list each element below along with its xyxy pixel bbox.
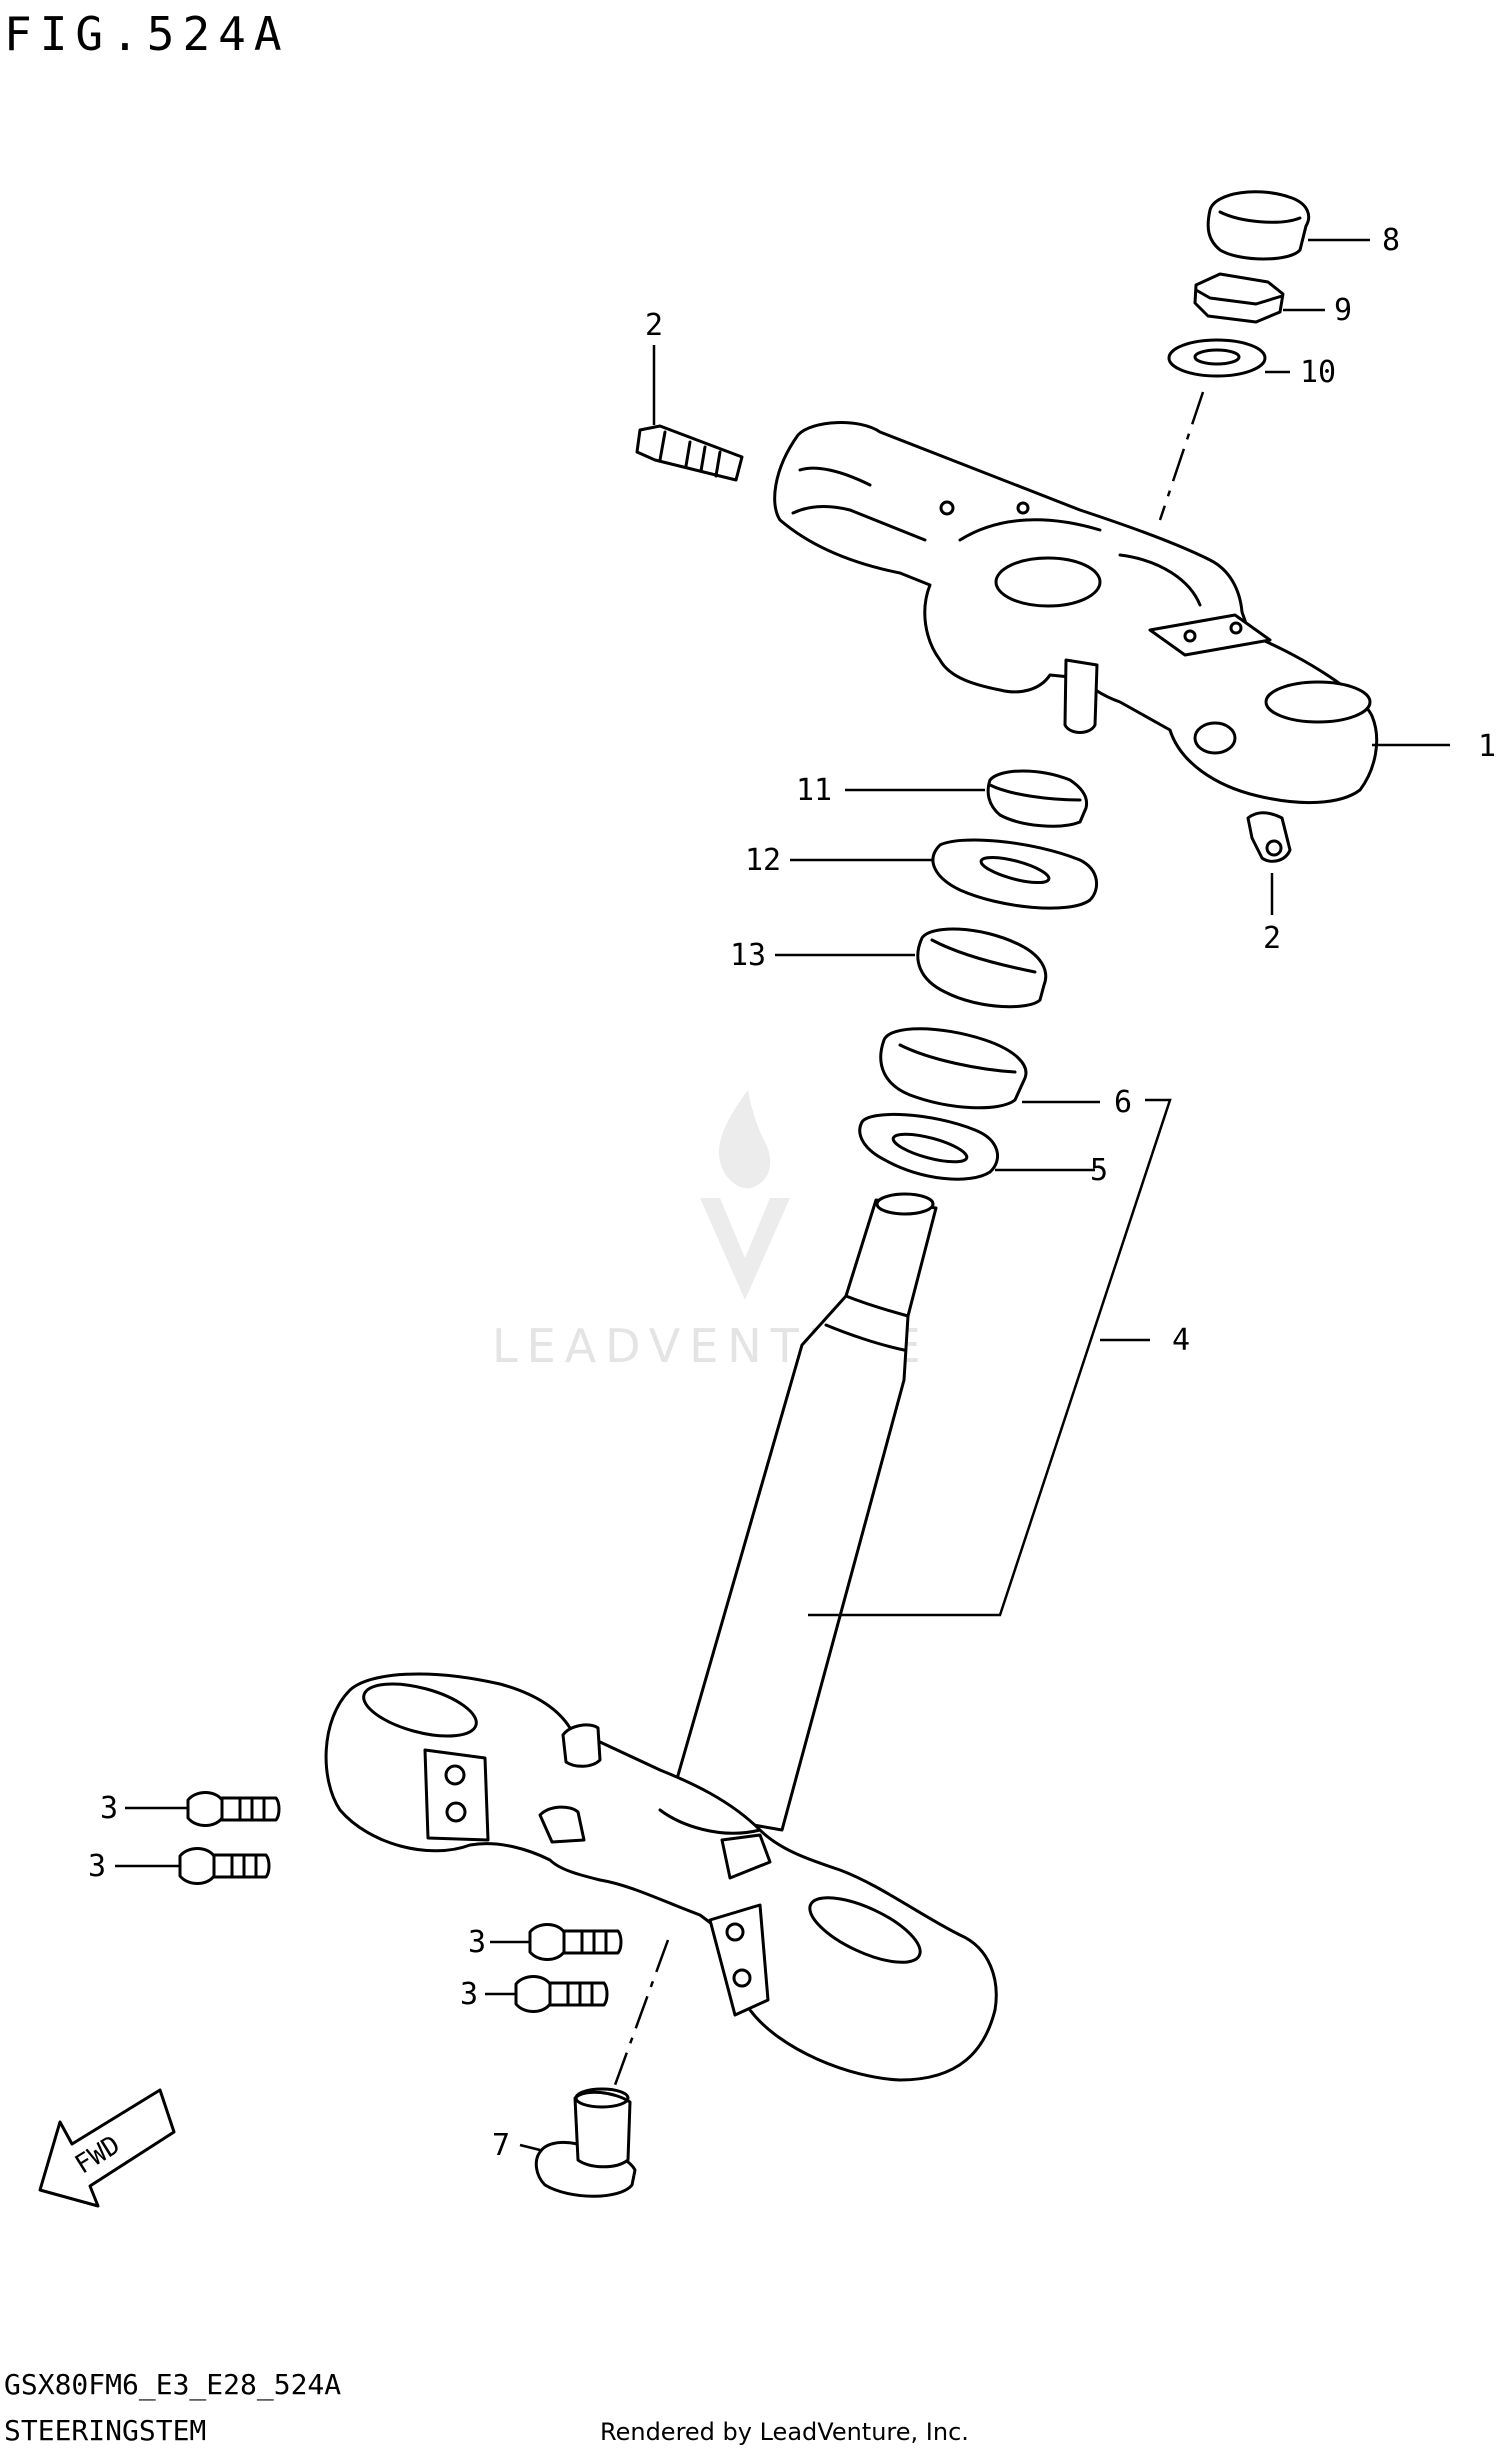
figure-title: FIG.524A xyxy=(4,7,290,61)
callout-8: 8 xyxy=(1382,223,1400,258)
callout-12: 12 xyxy=(745,843,781,878)
bolt-3-a xyxy=(186,1791,281,1827)
bolt-2-upper xyxy=(635,424,744,482)
part-11-lock-nut xyxy=(986,769,1089,828)
bolt-2-lower xyxy=(1246,811,1292,863)
callout-11: 11 xyxy=(796,773,832,808)
lower-bracket xyxy=(324,1672,998,2082)
callout-5: 5 xyxy=(1090,1153,1108,1188)
model-code: GSX80FM6_E3_E28_524A xyxy=(4,2368,341,2402)
part-5-race xyxy=(858,1112,999,1181)
part-10-washer xyxy=(1167,338,1267,378)
bolt-3-c xyxy=(528,1923,623,1961)
upper-bracket xyxy=(773,421,1379,805)
callout-3-a: 3 xyxy=(100,1791,118,1826)
callout-3-d: 3 xyxy=(460,1977,478,2012)
callout-1: 1 xyxy=(1478,729,1496,764)
callout-13: 13 xyxy=(730,938,766,973)
part-12-washer xyxy=(931,838,1099,910)
part-8-cap-nut xyxy=(1206,190,1311,261)
part-6-bearing xyxy=(879,1027,1028,1110)
assembly-line-bottom xyxy=(613,1939,670,2086)
callout-3-b: 3 xyxy=(88,1849,106,1884)
part-7-collar xyxy=(534,2087,637,2198)
callout-2-lower: 2 xyxy=(1263,921,1281,956)
section-name: STEERINGSTEM xyxy=(4,2414,206,2447)
fwd-arrow-icon: FWD xyxy=(38,2088,176,2208)
bolt-3-b xyxy=(178,1847,271,1885)
part-13-seal xyxy=(916,927,1048,1009)
callout-10: 10 xyxy=(1300,355,1336,390)
callout-labels: 8 9 10 1 2 2 11 12 13 6 5 4 3 3 3 3 7 xyxy=(88,223,1496,2163)
callout-6: 6 xyxy=(1114,1085,1132,1120)
leader-lines xyxy=(115,238,1450,2152)
assembly-line-top xyxy=(1158,391,1205,521)
bolt-3-d xyxy=(514,1975,609,2013)
callout-2-upper: 2 xyxy=(645,308,663,343)
callout-4: 4 xyxy=(1172,1323,1190,1358)
steering-stem xyxy=(666,1192,938,1832)
part-9-nut xyxy=(1193,272,1285,324)
watermark-logo xyxy=(700,1090,790,1300)
callout-7: 7 xyxy=(492,2128,510,2163)
callout-3-c: 3 xyxy=(468,1925,486,1960)
render-credit: Rendered by LeadVenture, Inc. xyxy=(600,2418,969,2446)
callout-9: 9 xyxy=(1334,293,1352,328)
